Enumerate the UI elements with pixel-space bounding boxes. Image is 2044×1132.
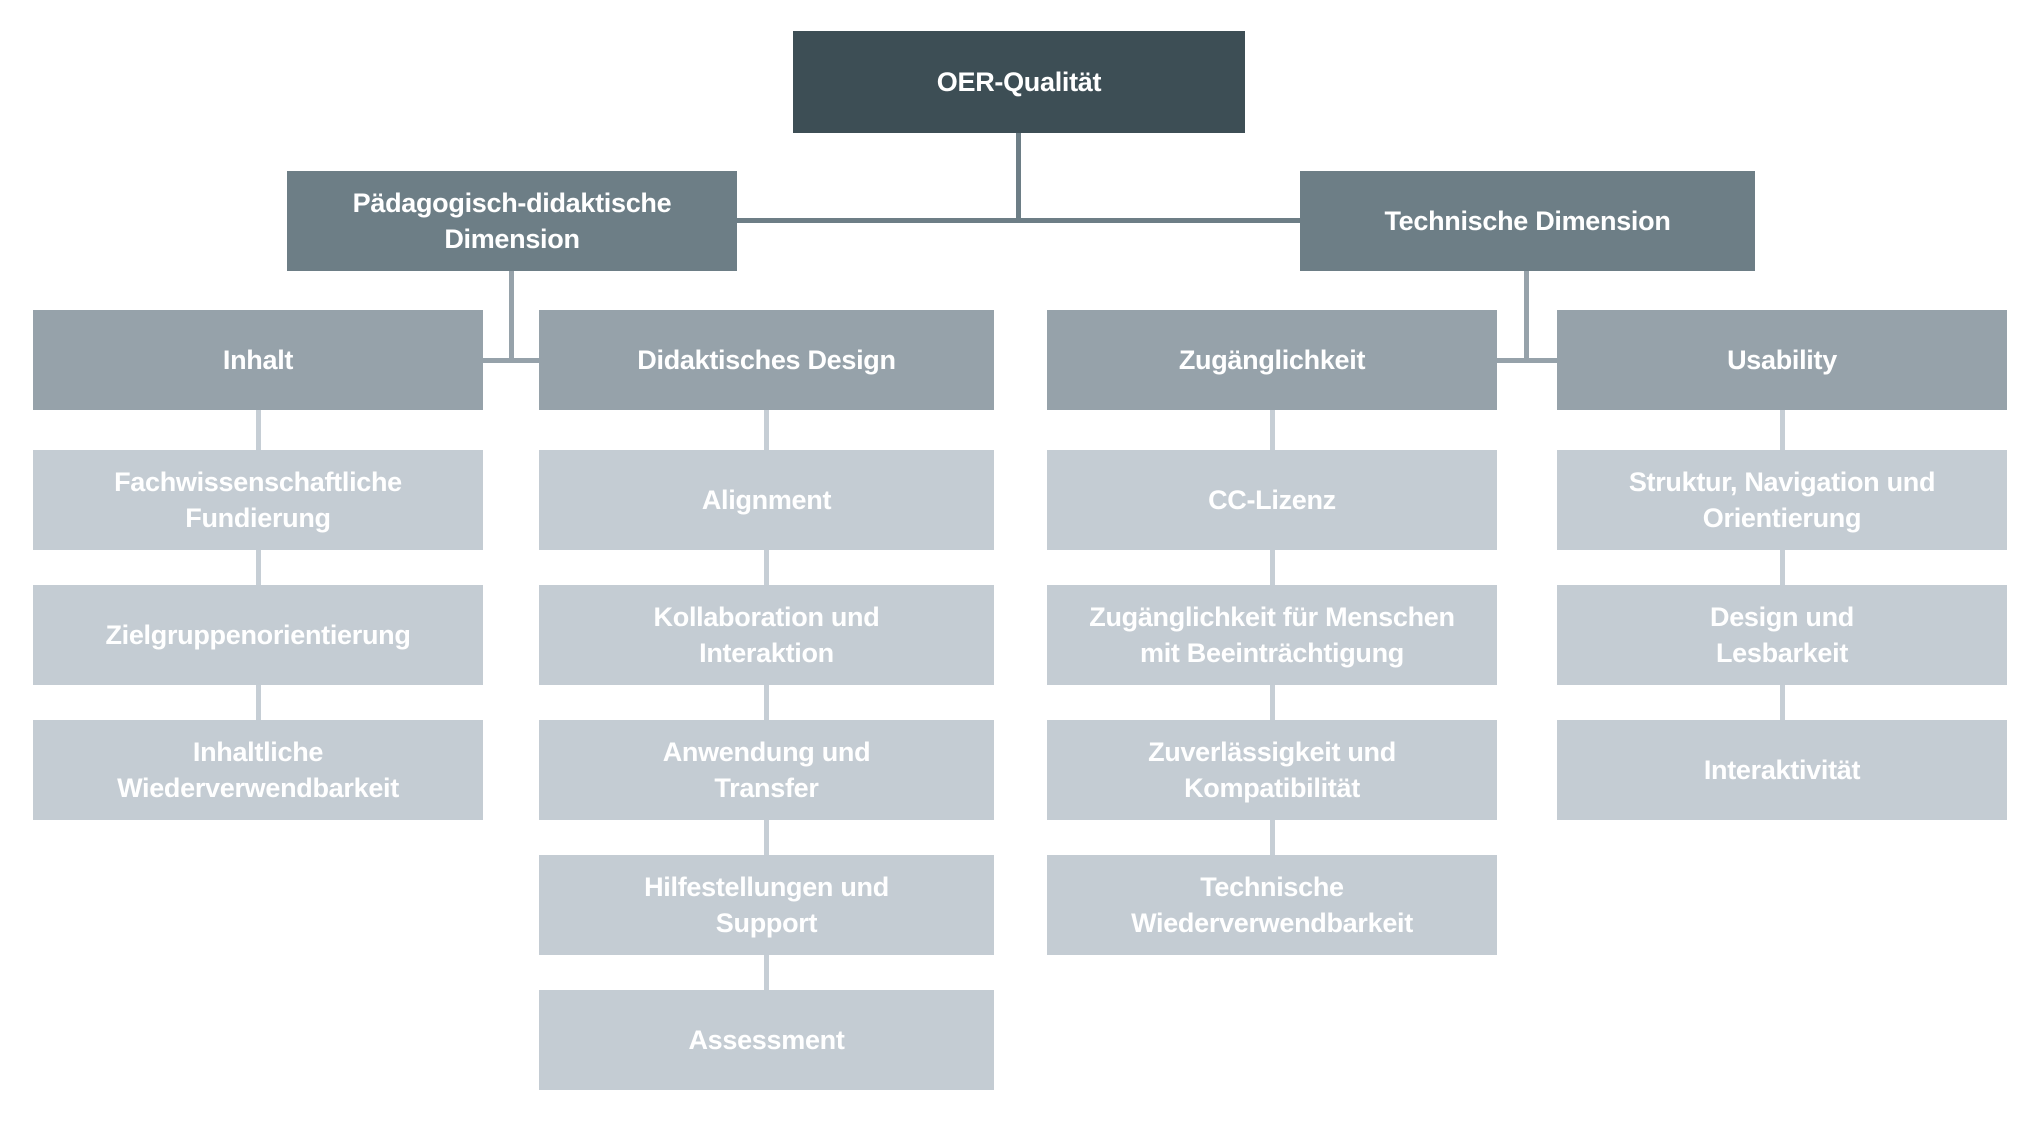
criterion-box-zugaenglichkeit-beeintraechtigung: Zugänglichkeit für Menschen mit Beeinträ…	[1047, 585, 1497, 685]
criterion-box-anwendung-transfer: Anwendung und Transfer	[539, 720, 994, 820]
criterion-box-inhaltliche-wiederverwendbarkeit: Inhaltliche Wiederverwendbarkeit	[33, 720, 483, 820]
connector-paedagogisch-vertical	[509, 220, 514, 361]
connector-dimensions-horizontal	[512, 218, 1527, 223]
criterion-box-interaktivitaet: Interaktivität	[1557, 720, 2007, 820]
connector-technisch-vertical	[1524, 220, 1529, 361]
connector-paedagogisch-horizontal	[258, 358, 767, 363]
connector-technisch-horizontal	[1272, 358, 1782, 363]
root-box-oer-qualitaet: OER-Qualität	[793, 31, 1245, 133]
criterion-box-assessment: Assessment	[539, 990, 994, 1090]
connector-inhalt-spine	[256, 360, 261, 770]
category-box-usability: Usability	[1557, 310, 2007, 410]
category-box-zugaenglichkeit: Zugänglichkeit	[1047, 310, 1497, 410]
criterion-box-design-lesbarkeit: Design und Lesbarkeit	[1557, 585, 2007, 685]
criterion-box-struktur-navigation-orientierung: Struktur, Navigation und Orientierung	[1557, 450, 2007, 550]
criterion-box-zielgruppenorientierung: Zielgruppenorientierung	[33, 585, 483, 685]
category-box-inhalt: Inhalt	[33, 310, 483, 410]
connector-didaktik-spine	[764, 360, 769, 1040]
criterion-box-kollaboration-interaktion: Kollaboration und Interaktion	[539, 585, 994, 685]
criterion-box-cc-lizenz: CC-Lizenz	[1047, 450, 1497, 550]
criterion-box-zuverlaessigkeit-kompatibilitaet: Zuverlässigkeit und Kompatibilität	[1047, 720, 1497, 820]
connector-root-vertical	[1016, 80, 1021, 223]
criterion-box-technische-wiederverwendbarkeit: Technische Wiederverwendbarkeit	[1047, 855, 1497, 955]
criterion-box-alignment: Alignment	[539, 450, 994, 550]
criterion-box-hilfestellungen-support: Hilfestellungen und Support	[539, 855, 994, 955]
criterion-box-fachwissenschaftliche-fundierung: Fachwissenschaftliche Fundierung	[33, 450, 483, 550]
dimension-box-paedagogisch-didaktisch: Pädagogisch-didaktische Dimension	[287, 171, 737, 271]
connector-usability-spine	[1780, 360, 1785, 770]
dimension-box-technisch: Technische Dimension	[1300, 171, 1755, 271]
category-box-didaktisches-design: Didaktisches Design	[539, 310, 994, 410]
